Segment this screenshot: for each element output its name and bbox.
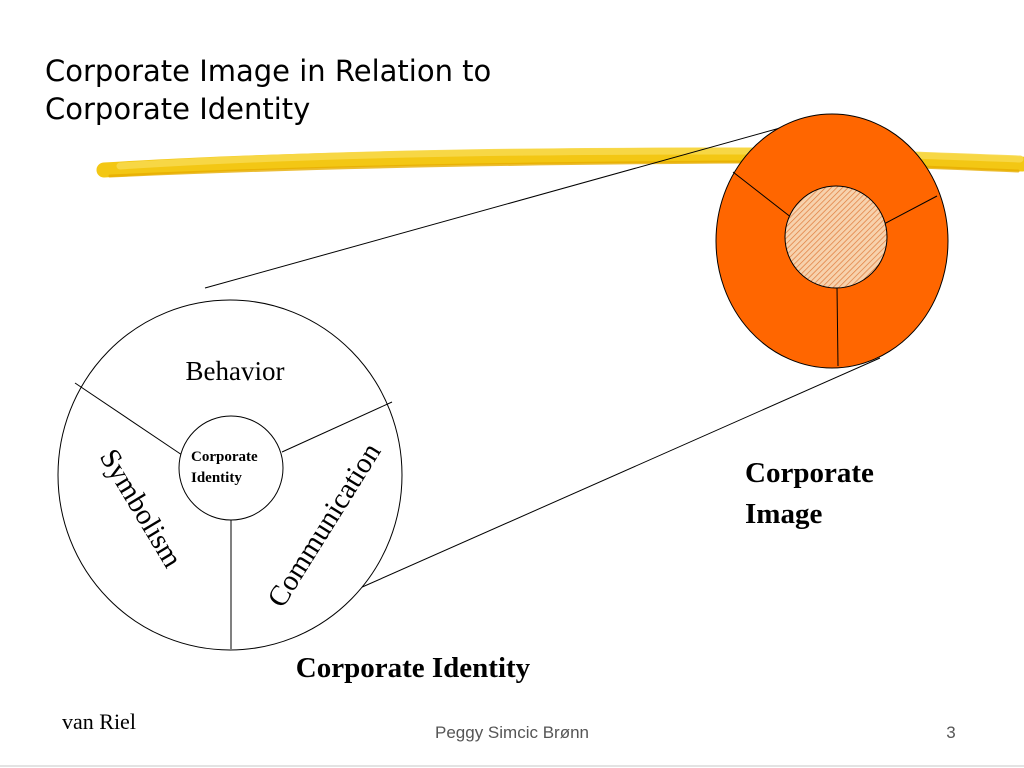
center-label-line-1: Corporate <box>191 449 258 465</box>
connector-line-bottom <box>359 357 881 589</box>
slide-title-line-2: Corporate Identity <box>45 92 311 126</box>
center-label-line-2: Identity <box>191 470 242 486</box>
slide-title-line-1: Corporate Image in Relation to <box>45 54 492 88</box>
connector-line-top <box>204 127 781 289</box>
segment-label-behavior: Behavior <box>186 356 285 386</box>
slide-title: Corporate Image in Relation to Corporate… <box>45 52 645 128</box>
footer-presenter: Peggy Simcic Brønn <box>435 723 589 742</box>
corporate-identity-core <box>178 415 284 521</box>
corporate-identity-caption: Corporate Identity <box>296 652 531 684</box>
corporate-image-core <box>784 185 888 289</box>
corporate-image-caption-line-1: Corporate <box>745 457 874 489</box>
corporate-identity-circle: Behavior Symbolism Communication Corpora… <box>57 299 403 651</box>
corporate-image-caption-line-2: Image <box>745 498 822 530</box>
corporate-image-circle <box>715 113 949 369</box>
footer-author: van Riel <box>62 709 136 734</box>
page-number: 3 <box>946 723 955 742</box>
